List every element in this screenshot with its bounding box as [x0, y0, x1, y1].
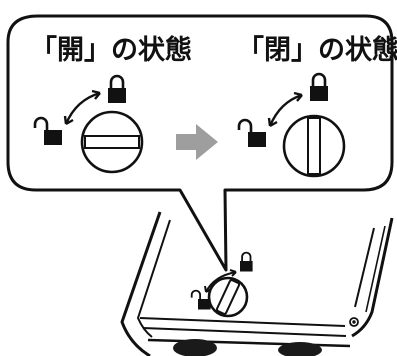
open-state-dial — [80, 110, 144, 174]
device-foot-right — [278, 342, 322, 356]
device-rotate-arrow-icon — [204, 269, 237, 293]
device-body — [120, 211, 394, 356]
device-lock-dial[interactable] — [207, 276, 249, 318]
device-padlock-unlocked-icon — [190, 289, 212, 311]
curved-double-arrow-icon — [267, 91, 303, 128]
curved-double-arrow-icon — [63, 89, 101, 126]
device-foot-left — [173, 339, 217, 356]
open-state-label: 「開」の状態 — [30, 34, 192, 66]
closed-state-dial — [282, 114, 346, 178]
closed-state-label: 「閉」の状態 — [237, 34, 397, 66]
right-arrow-icon — [176, 124, 218, 160]
device-padlock-locked-icon — [239, 251, 254, 273]
